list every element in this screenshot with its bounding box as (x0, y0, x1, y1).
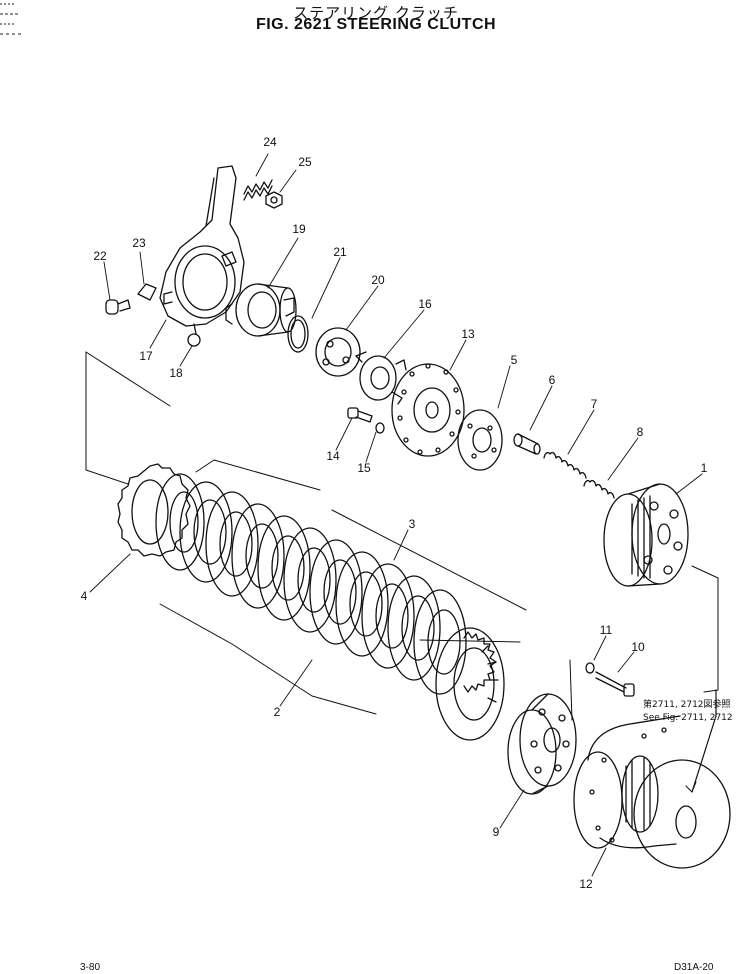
part-11-washer (585, 662, 595, 674)
part-7-spring (543, 452, 587, 479)
part-18-ball (187, 333, 201, 347)
callout-leader-lines (89, 153, 703, 877)
callout-19: 19 (292, 222, 306, 236)
part-8-spring (583, 480, 615, 499)
page-title: FIG. 2621 STEERING CLUTCH (255, 16, 497, 33)
callout-6: 6 (549, 373, 556, 387)
document-code: D31A-20 (674, 962, 714, 973)
part-9-pressure-plate (507, 693, 577, 795)
callout-23: 23 (132, 236, 146, 250)
scan-corner-mark (0, 0, 26, 40)
cross-reference-note: See Fig. 2711, 2712 (643, 713, 733, 723)
cross-reference-note-jp: 第2711, 2712図参照 (643, 698, 731, 710)
callout-5: 5 (511, 353, 518, 367)
callout-18: 18 (169, 366, 183, 380)
part-23-plate (137, 283, 157, 301)
callout-2: 2 (274, 705, 281, 719)
part-5-plate (457, 409, 503, 471)
part-1-inner-drum (603, 483, 689, 587)
part-16-hub-yoke (355, 351, 407, 405)
callout-24: 24 (263, 135, 277, 149)
part-17-lever-bracket (159, 165, 245, 335)
callout-17: 17 (139, 349, 153, 363)
callout-11: 11 (600, 623, 613, 637)
part-15-washer (375, 422, 385, 434)
callout-10: 10 (631, 640, 645, 654)
callout-13: 13 (461, 327, 475, 341)
page-number: 3-80 (80, 962, 101, 973)
part-4-end-plate (117, 463, 191, 557)
part-6-pin (513, 433, 541, 455)
callout-8: 8 (637, 425, 644, 439)
part-24-spring (243, 179, 273, 201)
part-21-snap-ring (287, 315, 309, 353)
callout-12: 12 (579, 877, 593, 891)
callout-1: 1 (701, 461, 708, 475)
callout-25: 25 (298, 155, 312, 169)
page-title-japanese: ステアリング クラッチ (293, 4, 459, 22)
callout-21: 21 (333, 245, 347, 259)
callout-3: 3 (409, 517, 416, 531)
callout-20: 20 (371, 273, 385, 287)
part-19-bearing-housing (225, 283, 297, 337)
part-22-bolt (105, 299, 131, 315)
part-10-bolt (595, 671, 635, 697)
callout-4: 4 (81, 589, 88, 603)
callout-15: 15 (357, 461, 371, 475)
part-13-drum-disc (391, 363, 465, 457)
part-25-nut (265, 191, 283, 209)
part-12-outer-drum (573, 715, 731, 869)
part-20-bearing (315, 327, 361, 377)
callout-16: 16 (418, 297, 432, 311)
assembly-guide-lines (85, 351, 719, 793)
callout-9: 9 (493, 825, 500, 839)
parts-2-3-clutch-disc-pack (155, 473, 505, 741)
callout-22: 22 (93, 249, 107, 263)
callout-14: 14 (326, 449, 340, 463)
part-14-bolt (347, 407, 373, 423)
callout-7: 7 (591, 397, 598, 411)
